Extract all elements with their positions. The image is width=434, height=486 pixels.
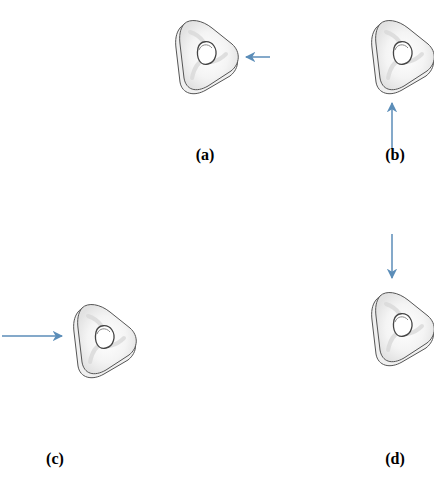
- panel-label: (c): [46, 450, 64, 468]
- part-view: [74, 305, 137, 378]
- part-view: [372, 21, 434, 94]
- panel-label: (a): [196, 146, 215, 164]
- panel-label: (d): [385, 450, 405, 468]
- part-view: [176, 21, 239, 94]
- view-arrow: [391, 234, 393, 278]
- part-view: [372, 293, 434, 366]
- view-arrow: [2, 335, 62, 337]
- view-arrow: [391, 103, 393, 148]
- panel-label: (b): [385, 146, 405, 164]
- view-arrow: [246, 56, 270, 58]
